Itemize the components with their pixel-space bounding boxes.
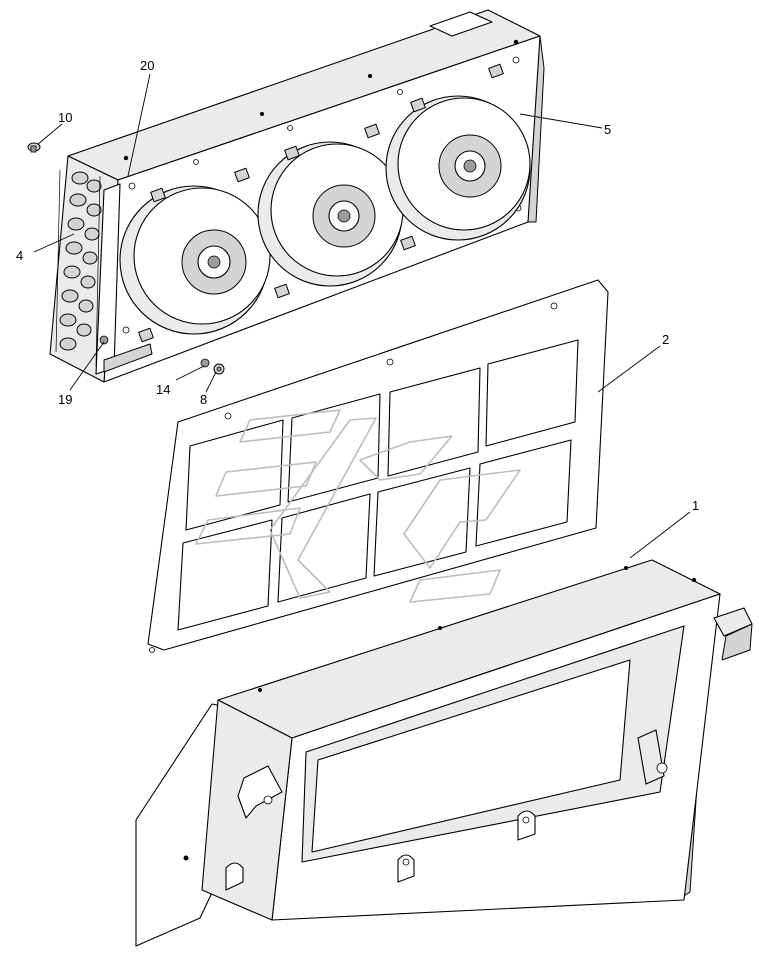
- housing-frame: [135, 559, 753, 947]
- callout-8: 8: [200, 392, 207, 407]
- callout-14: 14: [156, 382, 170, 397]
- watermark-logo: [195, 409, 521, 603]
- fastener-14: [200, 358, 210, 368]
- fastener-8: [213, 363, 225, 375]
- fastener-10: [27, 142, 41, 153]
- callout-19: 19: [58, 392, 72, 407]
- callout-5: 5: [604, 122, 611, 137]
- callout-1: 1: [692, 498, 699, 513]
- fan-guard-3: [385, 63, 531, 251]
- fan-guard-2: [257, 123, 404, 299]
- callout-10: 10: [58, 110, 72, 125]
- callout-2: 2: [662, 332, 669, 347]
- condenser-coil: [55, 169, 102, 367]
- fan-guard-1: [119, 167, 271, 343]
- callout-4: 4: [16, 248, 23, 263]
- fan-condenser-assembly: [49, 9, 545, 383]
- callout-labels: 20 10 4 5 19 14 8 2 1: [16, 58, 699, 513]
- leader-lines: [33, 73, 691, 559]
- callout-20: 20: [140, 58, 154, 73]
